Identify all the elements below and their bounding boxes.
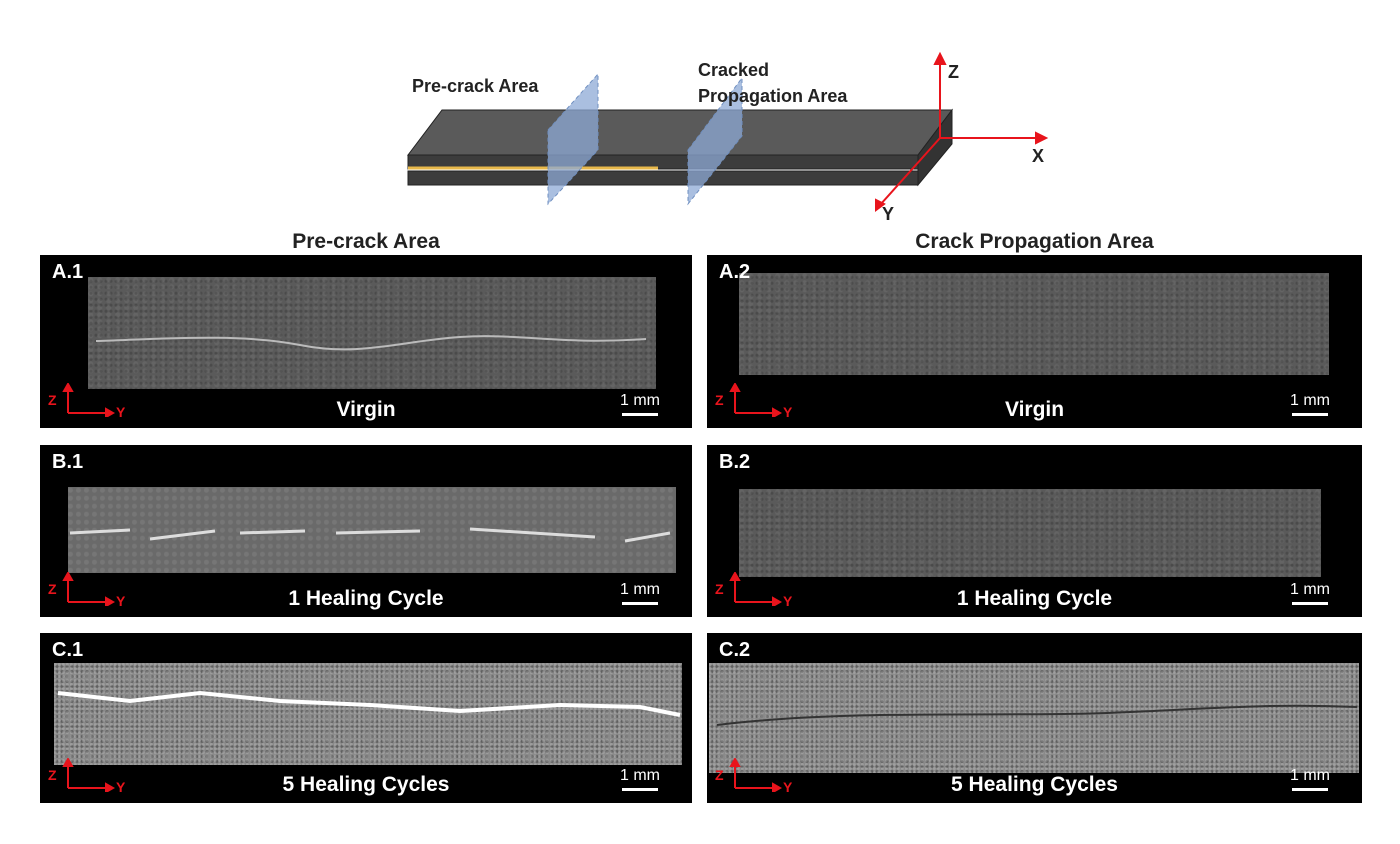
scale-label: 1 mm (1290, 767, 1330, 784)
axis-y: Y (783, 404, 793, 417)
column-heading-precrack: Pre-crack Area (292, 230, 440, 253)
scale-bar-line (1292, 788, 1328, 791)
axis-y: Y (116, 779, 126, 792)
cracked-label-2: Propagation Area (698, 86, 848, 106)
specimen-schematic: Pre-crack Area Cracked Propagation Area … (400, 50, 1060, 230)
axis-z: Z (715, 767, 724, 783)
condition-label: 5 Healing Cycles (951, 773, 1118, 796)
specimen-cross-section (88, 277, 656, 389)
laminate-diagram (406, 51, 1049, 212)
scale-label: 1 mm (620, 767, 660, 784)
scale-bar: 1 mm (620, 392, 660, 416)
zy-axes-icon: Z Y (46, 381, 136, 422)
zy-axes-icon: Z Y (713, 570, 803, 611)
scale-bar-line (1292, 602, 1328, 605)
panel-tag: B.1 (52, 451, 84, 473)
crack-line (69, 527, 671, 543)
ct-panel-b-1: B.1 1 Healing Cycle 1 mm Z Y (40, 445, 692, 617)
axis-x-label: X (1032, 146, 1045, 166)
ct-panel-a-1: A.1 Virgin 1 mm Z Y (40, 255, 692, 428)
column-heading-propagation: Crack Propagation Area (915, 230, 1154, 253)
condition-label: 5 Healing Cycles (282, 773, 450, 796)
propagation-plane (687, 76, 743, 206)
specimen-cross-section (68, 487, 676, 573)
ct-panel-b-2: B.2 1 Healing Cycle 1 mm Z Y (707, 445, 1362, 617)
scale-bar-line (622, 413, 658, 416)
zy-axes-icon: Z Y (713, 381, 803, 422)
axis-z: Z (715, 581, 724, 597)
crack-line (57, 690, 681, 717)
axis-z: Z (715, 392, 724, 408)
zy-axes-icon: Z Y (46, 570, 136, 611)
panel-tag: C.2 (719, 639, 751, 661)
axis-z: Z (48, 767, 57, 783)
precrack-plane (547, 72, 599, 206)
scale-bar-line (1292, 413, 1328, 416)
condition-label: 1 Healing Cycle (288, 587, 444, 610)
panel-tag: C.1 (52, 639, 84, 661)
axis-z: Z (48, 581, 57, 597)
precrack-label: Pre-crack Area (412, 76, 539, 96)
axis-y: Y (116, 404, 126, 417)
cracked-label-1: Cracked (698, 60, 770, 80)
scale-bar-line (622, 788, 658, 791)
zy-axes-icon: Z Y (46, 756, 136, 797)
axis-y: Y (783, 593, 793, 606)
condition-label: Virgin (336, 398, 396, 421)
specimen-cross-section (54, 663, 682, 765)
scale-label: 1 mm (1290, 581, 1330, 598)
axis-z-label: Z (948, 62, 959, 82)
specimen-cross-section (739, 489, 1321, 577)
scale-bar: 1 mm (620, 581, 660, 605)
axis-y: Y (116, 593, 126, 606)
condition-label: Virgin (1004, 398, 1065, 421)
specimen-cross-section (709, 663, 1359, 773)
axis-z: Z (48, 392, 57, 408)
panel-tag: A.1 (52, 261, 84, 283)
scale-label: 1 mm (620, 392, 660, 409)
scale-label: 1 mm (1290, 392, 1330, 409)
zy-axes-icon: Z Y (713, 756, 803, 797)
scale-bar-line (622, 602, 658, 605)
ct-panel-a-2: A.2 Virgin 1 mm Z Y (707, 255, 1362, 428)
ct-panel-c-1: C.1 5 Healing Cycles 1 mm Z Y (40, 633, 692, 803)
panel-tag: B.2 (719, 451, 751, 473)
scale-bar: 1 mm (620, 767, 660, 791)
scale-bar: 1 mm (1290, 392, 1330, 416)
axis-y: Y (783, 779, 793, 792)
scale-bar: 1 mm (1290, 581, 1330, 605)
scale-bar: 1 mm (1290, 767, 1330, 791)
ct-panel-c-2: C.2 5 Healing Cycles 1 mm Z Y (707, 633, 1362, 803)
crack-line (95, 335, 647, 351)
scale-label: 1 mm (620, 581, 660, 598)
panel-tag: A.2 (719, 261, 751, 283)
crack-line (716, 704, 1358, 726)
specimen-cross-section (739, 273, 1329, 375)
condition-label: 1 Healing Cycle (956, 587, 1113, 610)
axis-y-label: Y (882, 204, 895, 224)
